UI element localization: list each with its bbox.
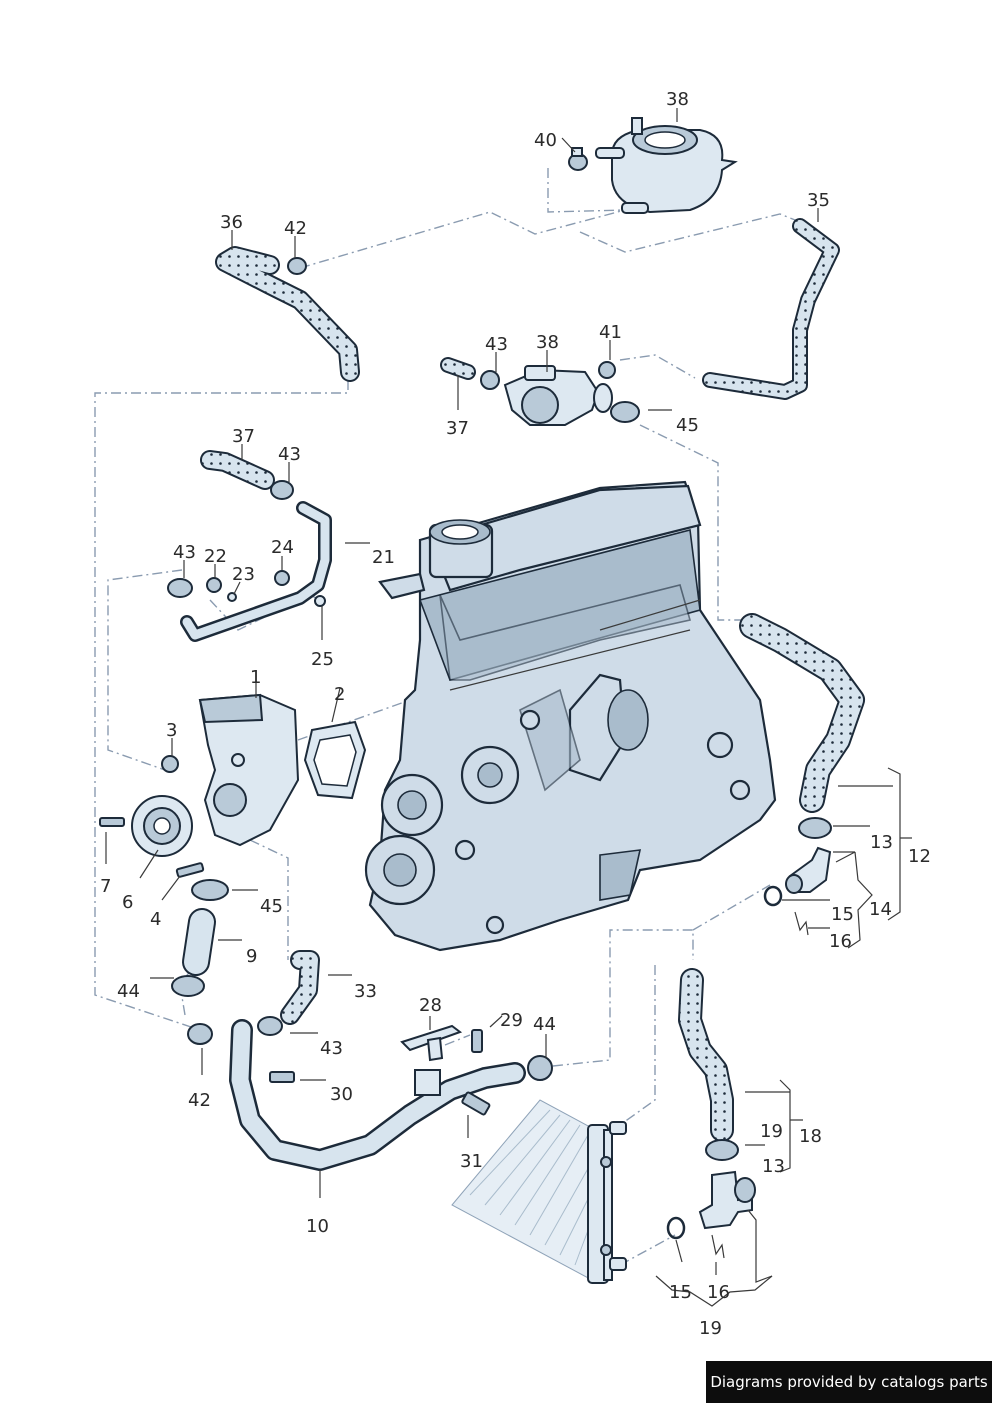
hose-33 bbox=[280, 950, 320, 1025]
label-21: 21 bbox=[372, 547, 395, 568]
pipe-21 bbox=[180, 501, 332, 642]
bolt-7 bbox=[99, 817, 125, 827]
pulley-6 bbox=[131, 795, 193, 857]
engine-block bbox=[364, 480, 777, 952]
leader-lines bbox=[105, 108, 912, 1307]
oring-15-lower bbox=[666, 1216, 686, 1240]
clip-16-upper bbox=[794, 911, 809, 936]
label-42-top: 42 bbox=[284, 218, 307, 239]
clamp-42-top bbox=[287, 257, 307, 275]
label-19-lower: 19 bbox=[699, 1318, 722, 1339]
label-44-lower: 44 bbox=[117, 981, 140, 1002]
label-43-lower: 43 bbox=[320, 1038, 343, 1059]
hose-12 bbox=[739, 613, 865, 813]
label-28: 28 bbox=[419, 995, 442, 1016]
clamp-43-pipe bbox=[167, 578, 193, 598]
clamp-42-lower bbox=[187, 1023, 213, 1045]
label-9: 9 bbox=[246, 946, 257, 967]
t-connector-19 bbox=[698, 1170, 756, 1230]
clamp-13-lower bbox=[705, 1139, 739, 1161]
label-23: 23 bbox=[232, 564, 255, 585]
pipe-10 bbox=[229, 1019, 526, 1171]
part-labels: 38 40 35 36 42 43 38 41 37 45 37 43 21 4… bbox=[100, 89, 931, 1339]
label-33: 33 bbox=[354, 981, 377, 1002]
oring-15-upper bbox=[763, 885, 783, 907]
label-4: 4 bbox=[150, 909, 161, 930]
label-22: 22 bbox=[204, 546, 227, 567]
label-44-upper: 44 bbox=[533, 1014, 556, 1035]
label-3: 3 bbox=[166, 720, 177, 741]
label-38-thermostat: 38 bbox=[536, 332, 559, 353]
label-41: 41 bbox=[599, 322, 622, 343]
label-40: 40 bbox=[534, 130, 557, 151]
thermostat-housing bbox=[503, 365, 613, 426]
label-37-thermostat: 37 bbox=[446, 418, 469, 439]
label-30: 30 bbox=[330, 1084, 353, 1105]
clamp-45-lower bbox=[191, 879, 229, 901]
hose-9 bbox=[182, 908, 216, 976]
bolts-29-30-31 bbox=[269, 1029, 491, 1116]
label-36: 36 bbox=[220, 212, 243, 233]
label-10: 10 bbox=[306, 1216, 329, 1237]
label-37-left: 37 bbox=[232, 426, 255, 447]
hose-37-left bbox=[200, 450, 275, 490]
clamp-44-upper bbox=[527, 1055, 553, 1081]
label-18: 18 bbox=[799, 1126, 822, 1147]
label-19-upper: 19 bbox=[760, 1121, 783, 1142]
label-2: 2 bbox=[334, 684, 345, 705]
label-16-lower: 16 bbox=[707, 1282, 730, 1303]
radiator bbox=[451, 1099, 627, 1284]
label-25: 25 bbox=[311, 649, 334, 670]
elbow-14 bbox=[785, 846, 832, 894]
label-43-left: 43 bbox=[278, 444, 301, 465]
gasket-2 bbox=[303, 720, 367, 800]
label-13-upper: 13 bbox=[870, 832, 893, 853]
label-15-lower: 15 bbox=[669, 1282, 692, 1303]
catalog-credit-badge: Diagrams provided by catalogs parts bbox=[706, 1361, 992, 1403]
hose-36 bbox=[215, 246, 360, 382]
label-45-lower: 45 bbox=[260, 896, 283, 917]
clamp-41 bbox=[598, 361, 616, 379]
label-13-lower: 13 bbox=[762, 1156, 785, 1177]
hose-35 bbox=[702, 218, 840, 400]
clamp-44-lower bbox=[171, 975, 205, 997]
clamp-43-thermostat bbox=[480, 370, 500, 390]
label-29: 29 bbox=[500, 1010, 523, 1031]
label-43-thermostat: 43 bbox=[485, 334, 508, 355]
clamp-43-left bbox=[270, 480, 294, 500]
label-42-lower: 42 bbox=[188, 1090, 211, 1111]
label-35: 35 bbox=[807, 190, 830, 211]
bolt-4 bbox=[175, 862, 205, 878]
label-45-top: 45 bbox=[676, 415, 699, 436]
label-16-upper: 16 bbox=[829, 931, 852, 952]
expansion-tank bbox=[595, 117, 738, 214]
label-7: 7 bbox=[100, 876, 111, 897]
small-parts-22-25 bbox=[206, 570, 326, 607]
clamp-13-upper bbox=[798, 817, 832, 839]
clip-16-lower bbox=[711, 1234, 725, 1259]
label-1: 1 bbox=[250, 667, 261, 688]
bracket-28 bbox=[400, 1024, 463, 1062]
label-38-tank: 38 bbox=[666, 89, 689, 110]
water-pump-housing bbox=[198, 693, 300, 847]
label-6: 6 bbox=[122, 892, 133, 913]
hose-18 bbox=[678, 968, 734, 1142]
hose-37-thermostat bbox=[440, 357, 476, 380]
label-24: 24 bbox=[271, 537, 294, 558]
clamp-45-top bbox=[610, 401, 640, 423]
clamp-43-lower bbox=[257, 1016, 283, 1036]
label-12: 12 bbox=[908, 846, 931, 867]
label-31: 31 bbox=[460, 1151, 483, 1172]
label-43-pipe: 43 bbox=[173, 542, 196, 563]
clamp-40 bbox=[568, 147, 588, 171]
label-15-upper: 15 bbox=[831, 904, 854, 925]
nut-3 bbox=[161, 755, 179, 773]
label-14: 14 bbox=[869, 899, 892, 920]
